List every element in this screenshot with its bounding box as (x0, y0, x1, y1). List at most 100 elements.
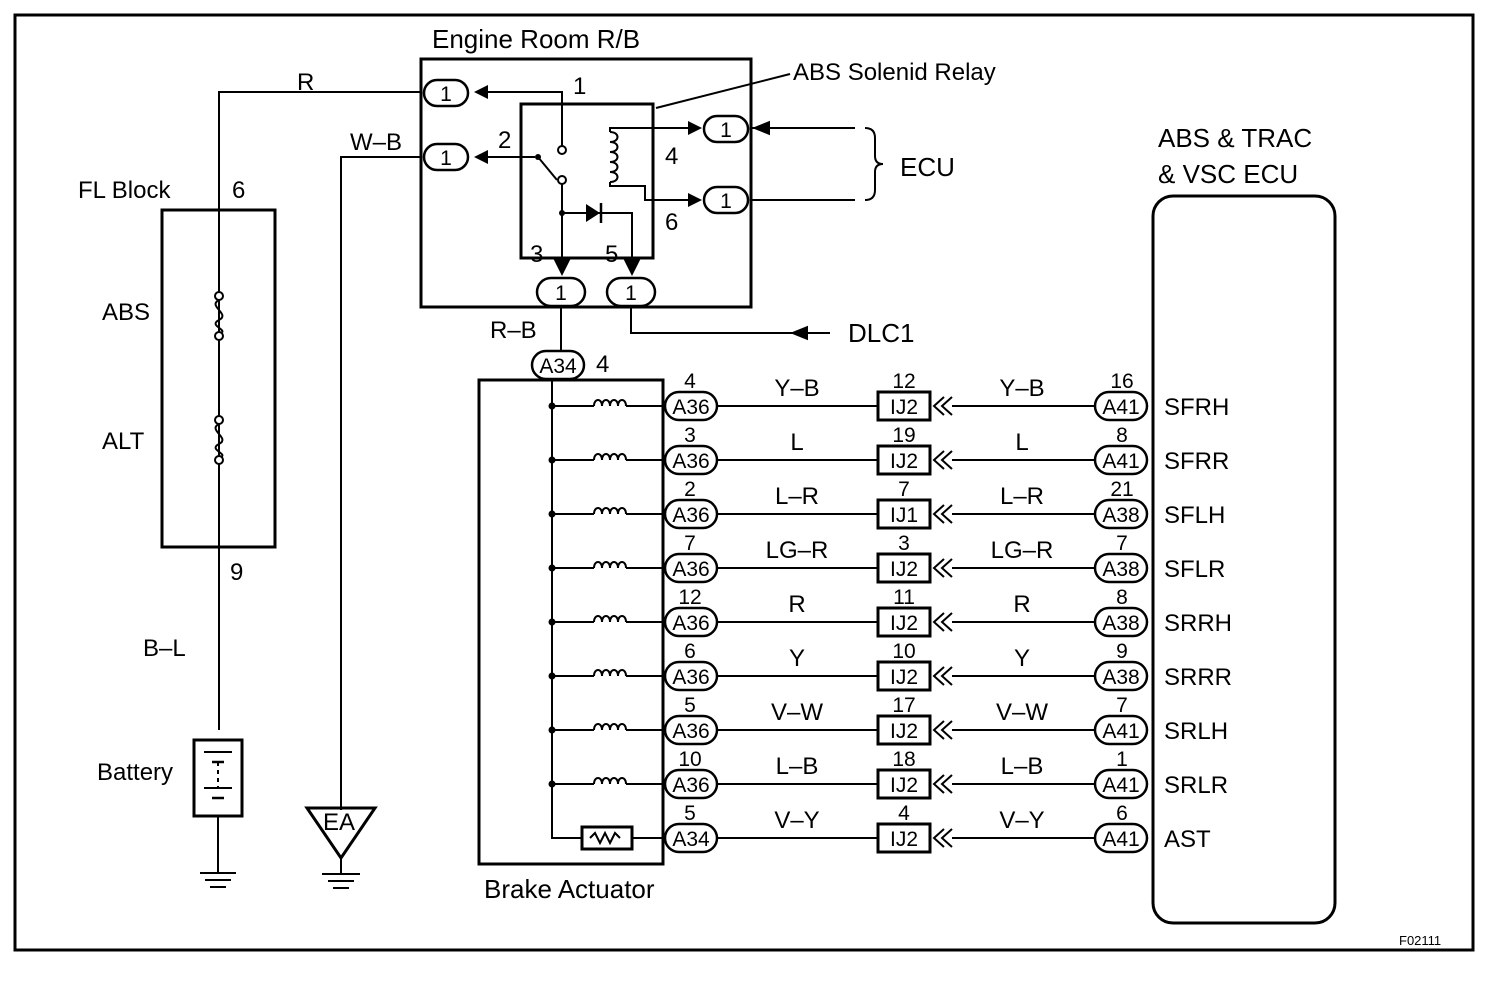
fl-block-title: FL Block (78, 177, 171, 204)
ij-connector (876, 714, 932, 746)
fuse-alt-top (214, 415, 224, 425)
actuator-connector-label: A34 (672, 828, 710, 851)
ij-connector (876, 552, 932, 584)
fl-pin-top: 6 (232, 177, 245, 204)
wire-dlc1 (630, 306, 700, 334)
ecu-pin-number: 7 (1116, 532, 1128, 555)
ecu-box (1151, 194, 1337, 925)
actuator-connector-label: A36 (672, 666, 709, 689)
ecu-connector (1093, 606, 1149, 638)
ecu-connector (1093, 444, 1149, 476)
ij-pin-number: 3 (898, 532, 910, 555)
engine-room-title: Engine Room R/B (432, 24, 640, 54)
wire-rb-label: R–B (490, 317, 537, 344)
ij-arrow-icon (932, 504, 953, 524)
ij-connector (876, 606, 932, 638)
actuator-connector-label: A36 (672, 396, 709, 419)
ecu-connector-label: A38 (1102, 612, 1139, 635)
wire-color-left: L–R (775, 483, 819, 510)
pin-5-label: 5 (605, 241, 618, 268)
solenoid-coil-icon (593, 723, 627, 731)
pin-2-label: 2 (498, 127, 511, 154)
wire-color-right: V–W (996, 699, 1048, 726)
fuse-alt-icon (214, 423, 224, 459)
solenoid-coil-icon (593, 453, 627, 461)
solenoid-coil-icon (593, 615, 627, 623)
ecu-pin-number: 7 (1116, 694, 1128, 717)
ecu-signal-label: SRRH (1164, 610, 1232, 637)
ecu-pin-number: 16 (1110, 370, 1133, 393)
actuator-pin-number: 2 (684, 478, 696, 501)
ecu-signal-label: SFRR (1164, 448, 1229, 475)
dlc1-label: DLC1 (848, 318, 914, 348)
wire-r-label: R (297, 69, 314, 96)
ground-ea-triangle (304, 806, 378, 861)
ij-connector (876, 822, 932, 854)
switch-contact-bottom (557, 175, 567, 185)
ij-pin-number: 10 (892, 640, 915, 663)
conn-rb-6-pin: 1 (720, 190, 732, 213)
ecu-signal-label: SFLH (1164, 502, 1225, 529)
fuse-alt-bottom (214, 455, 224, 465)
arrow-pin5 (623, 258, 641, 276)
wire-wb-label: W–B (350, 129, 402, 156)
ecu-title-2: & VSC ECU (1158, 159, 1298, 189)
ecu-pin-number: 8 (1116, 424, 1128, 447)
coil-top-wire (609, 127, 690, 132)
actuator-label: Brake Actuator (484, 874, 655, 904)
ij-connector-label: IJ2 (890, 450, 918, 473)
wire-color-left: Y (789, 645, 805, 672)
conn-rb-1 (422, 78, 470, 108)
arrow-pin4 (688, 121, 702, 135)
solenoid-coil-icon (593, 507, 627, 515)
actuator-supply-conn-label: A34 (539, 355, 577, 378)
diode-symbol (586, 204, 600, 222)
fuse-alt-label: ALT (102, 428, 145, 455)
actuator-connector-label: A36 (672, 558, 709, 581)
fl-block: FL Block 6 ABS ALT 9 B–L (78, 177, 277, 730)
wire-r (218, 91, 421, 280)
wire-color-left: L–B (776, 753, 819, 780)
ij-connector-label: IJ2 (890, 774, 918, 797)
ecu-pin-number: 8 (1116, 586, 1128, 609)
ground-ea: EA (304, 806, 378, 889)
coil-bottom-wire (609, 182, 690, 201)
bus-end-wire (551, 818, 582, 839)
wire-diode (562, 212, 633, 268)
wire-color-left: LG–R (766, 537, 829, 564)
engine-room-rb: Engine Room R/B ABS Solenid Relay R 1 1 … (218, 24, 996, 810)
solenoid-coil-icon (593, 669, 627, 677)
ecu-signal-label: SRLR (1164, 772, 1228, 799)
ij-connector (876, 390, 932, 422)
ecu-connector-label: A41 (1102, 828, 1139, 851)
ecu-connector (1093, 498, 1149, 530)
battery: Battery (97, 738, 244, 888)
conn-rb-2 (422, 142, 470, 172)
solenoid-coil-icon (593, 399, 627, 407)
arrow-pin2 (474, 150, 488, 164)
solenoid-coil-icon (593, 777, 627, 785)
wire-color-right: L–R (1000, 483, 1044, 510)
fuse-abs-top (214, 291, 224, 301)
fuse-abs-label: ABS (102, 299, 150, 326)
ecu-connector (1093, 714, 1149, 746)
wire-color-right: L (1015, 429, 1028, 456)
ij-connector-label: IJ2 (890, 720, 918, 743)
abs-ecu: ABS & TRAC & VSC ECU (1151, 123, 1337, 925)
ecu-connector-label: A38 (1102, 558, 1139, 581)
ij-connector-label: IJ2 (890, 396, 918, 419)
relay-label: ABS Solenid Relay (793, 59, 996, 86)
actuator-connector-label: A36 (672, 774, 709, 797)
actuator-pin-number: 7 (684, 532, 696, 555)
wire-color-left: V–Y (774, 807, 819, 834)
arrow-pin6 (688, 193, 702, 207)
ecu-connector-label: A41 (1102, 720, 1139, 743)
ecu-pin-number: 6 (1116, 802, 1128, 825)
ij-arrow-icon (932, 396, 953, 416)
brake-actuator: A34 4 Brake Actuator (477, 349, 665, 904)
ecu-label: ECU (900, 152, 955, 182)
actuator-connector-label: A36 (672, 612, 709, 635)
switch-blade (537, 156, 558, 181)
actuator-pin-number: 10 (678, 748, 701, 771)
